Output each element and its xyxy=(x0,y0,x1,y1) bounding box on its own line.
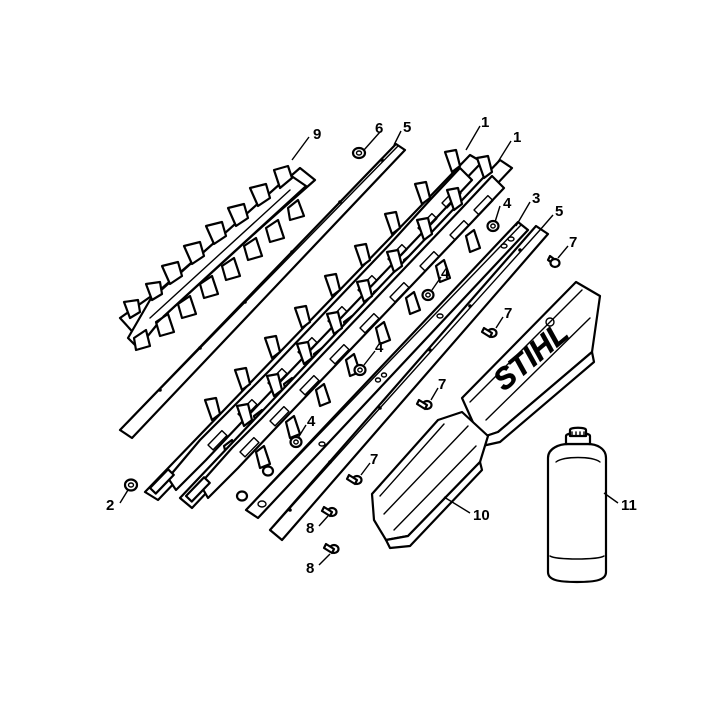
callout-4-a: 4 xyxy=(503,195,512,212)
guide-plate-part-5-right xyxy=(268,224,550,542)
callout-leaders xyxy=(119,125,619,566)
callout-1-upper: 1 xyxy=(481,114,489,131)
callout-2: 2 xyxy=(106,497,114,514)
callout-7-b: 7 xyxy=(504,305,512,322)
callout-5-left: 5 xyxy=(403,119,411,136)
callout-5-right: 5 xyxy=(555,203,563,220)
spacer-strip-part-3 xyxy=(244,220,530,520)
callout-10: 10 xyxy=(473,507,490,524)
cutter-blade-part-1-lower xyxy=(178,154,514,510)
callout-7-a: 7 xyxy=(569,234,577,251)
callout-3: 3 xyxy=(532,190,540,207)
sleeves-part-4 xyxy=(235,219,500,502)
callout-4-c: 4 xyxy=(375,339,384,356)
scabbard-part-10 xyxy=(370,410,490,550)
callout-numbers: 1 1 2 3 4 4 4 4 5 5 6 7 7 7 7 8 8 9 10 1… xyxy=(106,114,637,577)
callout-11: 11 xyxy=(621,497,637,514)
lubricant-bottle-part-11 xyxy=(546,426,608,584)
callout-6: 6 xyxy=(375,120,383,137)
callout-4-b: 4 xyxy=(441,265,450,282)
callout-7-d: 7 xyxy=(370,451,378,468)
cutter-blade-set-part-9 xyxy=(118,164,317,352)
callout-1-lower: 1 xyxy=(513,129,521,146)
screws-part-7-8 xyxy=(320,254,561,555)
scabbard-upper-half: STIHL xyxy=(460,280,602,448)
callout-8-a: 8 xyxy=(306,520,314,537)
nut-part-2 xyxy=(123,478,139,492)
callout-9: 9 xyxy=(313,126,321,143)
nut-part-6 xyxy=(351,146,367,160)
callout-7-c: 7 xyxy=(438,376,446,393)
guide-plate-part-5-left xyxy=(118,142,407,440)
callout-4-d: 4 xyxy=(307,413,316,430)
callout-8-b: 8 xyxy=(306,560,314,577)
